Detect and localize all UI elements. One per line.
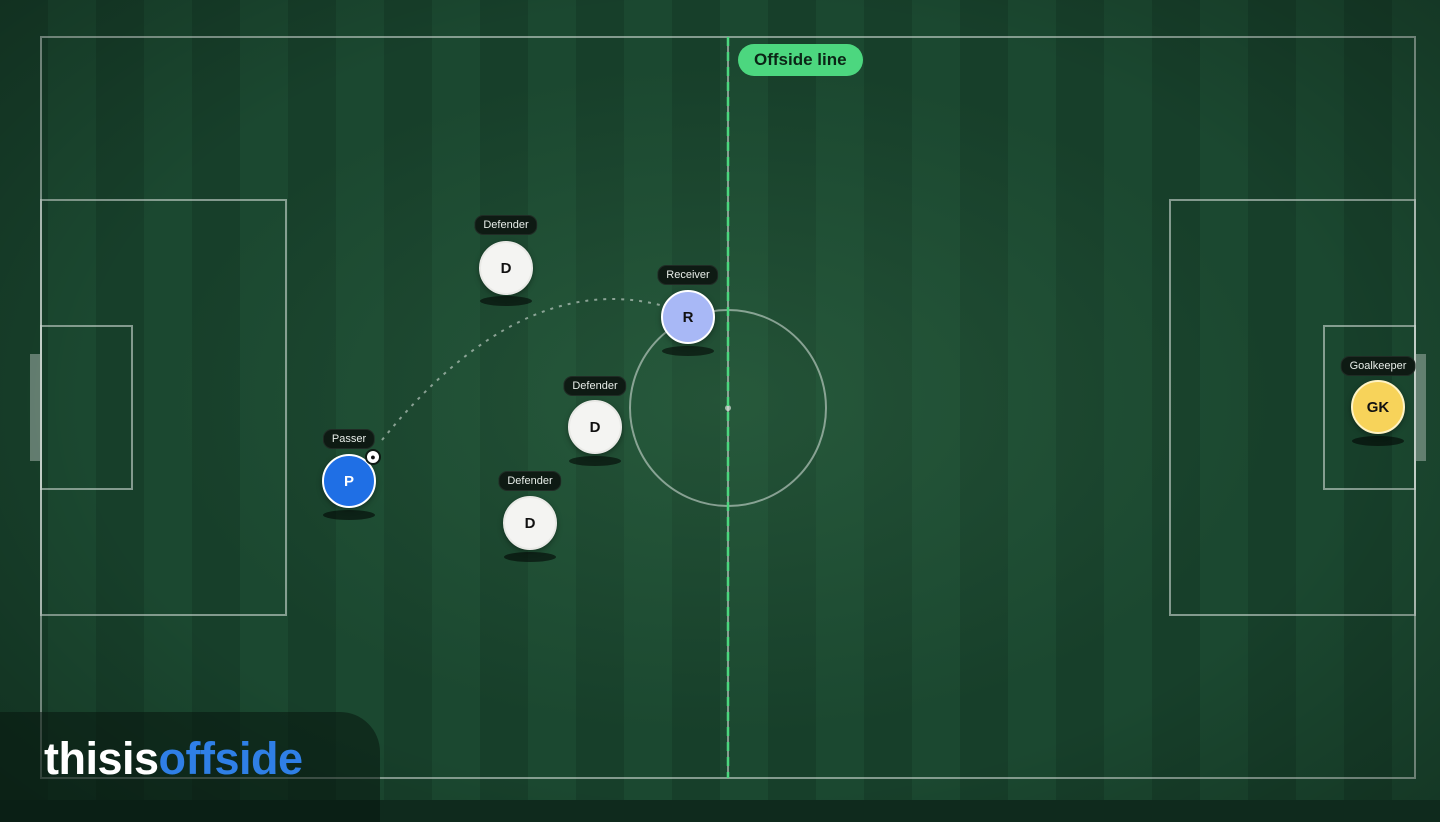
- soccer-ball-icon: ●: [365, 449, 381, 465]
- player-shadow: [1352, 436, 1404, 446]
- logo-text-accent: offside: [158, 733, 304, 784]
- goalkeeper-label: Goalkeeper: [1340, 356, 1416, 376]
- offside-line-label: Offside line: [738, 44, 863, 76]
- defender-token[interactable]: D: [503, 496, 557, 550]
- player-shadow: [569, 456, 621, 466]
- logo-text-primary: thisis: [44, 733, 159, 784]
- right-goal-box: [1323, 325, 1416, 490]
- player-shadow: [662, 346, 714, 356]
- pitch-markings: [30, 36, 1426, 779]
- left-penalty-box: [40, 199, 287, 616]
- goalkeeper-token[interactable]: GK: [1351, 380, 1405, 434]
- passer-label: Passer: [322, 429, 376, 449]
- left-goal: [30, 354, 41, 461]
- passer-token[interactable]: P: [322, 454, 376, 508]
- player-shadow: [480, 296, 532, 306]
- defender-label: Defender: [474, 215, 538, 235]
- defender-token[interactable]: D: [479, 241, 533, 295]
- defender-token[interactable]: D: [568, 400, 622, 454]
- defender-label: Defender: [563, 376, 627, 396]
- pass-trajectory: [381, 298, 661, 441]
- player-shadow: [504, 552, 556, 562]
- receiver-token[interactable]: R: [661, 290, 715, 344]
- football-pitch: [0, 0, 1440, 800]
- receiver-label: Receiver: [657, 265, 719, 285]
- right-goal: [1415, 354, 1426, 461]
- defender-label: Defender: [498, 471, 562, 491]
- brand-logo: thisisoffside: [44, 733, 303, 785]
- center-spot: [725, 405, 731, 411]
- left-goal-box: [40, 325, 133, 490]
- player-shadow: [323, 510, 375, 520]
